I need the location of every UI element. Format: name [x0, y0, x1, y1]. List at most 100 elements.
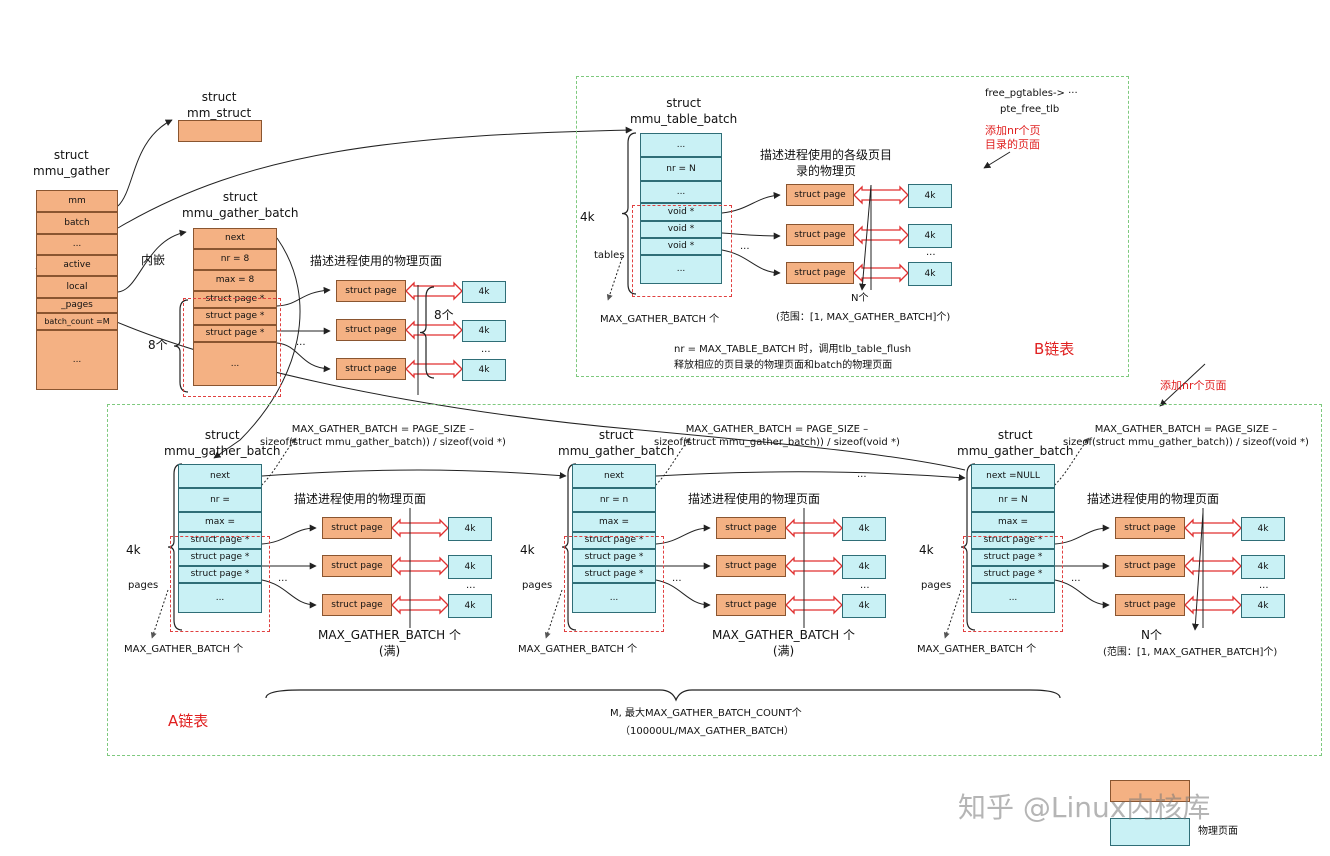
batch-size-label: 4k: [126, 543, 141, 557]
batch-pages-label: pages: [921, 580, 952, 591]
free-pgtables-label: free_pgtables-> ···: [985, 88, 1078, 99]
batch-field: next: [178, 464, 262, 488]
a-between-dots: ···: [857, 472, 867, 483]
batch-brace: [561, 463, 577, 631]
batch-4k-box: 4k: [448, 517, 492, 541]
batch-ptr-frame: [170, 536, 270, 632]
batch-size-label: 4k: [520, 543, 535, 557]
local-page-count: 8个: [434, 308, 454, 322]
batch-field: struct page *: [178, 566, 262, 583]
table-range-label: (范围：[1, MAX_GATHER_BATCH]个): [776, 312, 951, 323]
connector-line: [1054, 524, 1110, 545]
batch-struct-page: struct page: [716, 594, 786, 616]
table-4k-box: 4k: [908, 224, 952, 248]
batch-pages-title: 描述进程使用的物理页面: [688, 492, 821, 506]
connector-line: [276, 286, 331, 307]
local-batch-title: struct mmu_gather_batch: [182, 190, 299, 220]
batch-field: nr = N: [971, 488, 1055, 512]
a-chain-frame: [107, 404, 1322, 756]
local-4k-box: 4k: [462, 320, 506, 342]
pages-pointer: [943, 589, 962, 639]
pte-free-label: pte_free_tlb: [1000, 104, 1060, 115]
connector-line: [1054, 579, 1110, 609]
table-dots: ···: [740, 244, 750, 255]
local-batch-field: struct page *: [193, 325, 277, 342]
table-max-label: MAX_GATHER_BATCH 个: [600, 314, 720, 325]
a-add-arrow: [1159, 363, 1206, 407]
m-count-line1: M, 最大MAX_GATHER_BATCH_COUNT个: [610, 708, 802, 719]
table-batch-field: void *: [640, 203, 722, 221]
a-add-label: 添加nr个页面: [1160, 379, 1227, 392]
batch-field: struct page *: [572, 549, 656, 566]
connector-line: [655, 579, 711, 609]
mmu-gather-field: active: [36, 255, 118, 276]
mmu-gather-field: _pages: [36, 298, 118, 313]
batch-bottom-label: N个: [1141, 628, 1162, 642]
local-struct-page: struct page: [336, 280, 406, 302]
local-batch-field: max = 8: [193, 270, 277, 291]
table-batch-field: ...: [640, 181, 722, 203]
batch-pages-title: 描述进程使用的物理页面: [1087, 492, 1220, 506]
batch-ptr-frame: [963, 536, 1063, 632]
b-chain-frame: [576, 76, 1129, 377]
batch-title: struct mmu_gather_batch: [558, 428, 675, 458]
batch-4k-box: 4k: [1241, 594, 1285, 618]
mmu-gather-title: struct mmu_gather: [33, 148, 110, 178]
local-batch-brace: [173, 299, 189, 393]
batch-field: nr = n: [572, 488, 656, 512]
m-count-line2: （10000UL/MAX_GATHER_BATCH）: [620, 726, 795, 737]
mmu-gather-field: batch: [36, 212, 118, 234]
batch-field: ...: [178, 583, 262, 613]
connector-line: [261, 579, 317, 609]
local-batch-field: ...: [193, 342, 277, 386]
local-batch-field: struct page *: [193, 308, 277, 325]
legend-orange-box: [1110, 780, 1190, 802]
pages-pointer: [150, 589, 169, 639]
batch-field: max =: [572, 512, 656, 532]
tables-label: tables: [594, 250, 625, 261]
batch-field: next =NULL: [971, 464, 1055, 488]
batch-field: struct page *: [971, 549, 1055, 566]
batch-struct-page: struct page: [716, 517, 786, 539]
batch-field: max =: [178, 512, 262, 532]
batch-brace: [167, 463, 183, 631]
connector-line: [276, 342, 331, 373]
table-add-label: 添加nr个页 目录的页面: [985, 124, 1041, 152]
table-note-1: nr = MAX_TABLE_BATCH 时，调用tlb_table_flush: [674, 344, 912, 355]
batch-4k-box: 4k: [1241, 555, 1285, 579]
local-batch-field: nr = 8: [193, 249, 277, 270]
local-count-label: 8个: [148, 338, 168, 352]
batch-4k-box: 4k: [842, 555, 886, 579]
batch-max-label: MAX_GATHER_BATCH 个: [917, 644, 1037, 655]
table-4k-box: 4k: [908, 184, 952, 208]
connector-line: [721, 232, 781, 240]
batch-field: ...: [572, 583, 656, 613]
batch-title: struct mmu_gather_batch: [957, 428, 1074, 458]
batch-size-label: 4k: [919, 543, 934, 557]
local-double-arrow-icon: [405, 320, 463, 340]
batch-formula: MAX_GATHER_BATCH = PAGE_SIZE – sizeof(st…: [260, 424, 506, 448]
local-dots: ···: [296, 340, 306, 351]
batch-field: struct page *: [971, 566, 1055, 583]
next-pointer-line: [261, 469, 567, 480]
table-batch-field: ...: [640, 255, 722, 284]
table-batch-field: void *: [640, 238, 722, 255]
batch-max-label: MAX_GATHER_BATCH 个: [518, 644, 638, 655]
batch-bottom-label: MAX_GATHER_BATCH 个 (满): [712, 628, 855, 658]
table-batch-field: void *: [640, 221, 722, 238]
mmu-gather-field: mm: [36, 190, 118, 212]
batch-n-arrow: [1191, 511, 1204, 631]
batch-dots: ···: [672, 576, 682, 587]
local-double-arrow-icon: [405, 359, 463, 379]
batch-dots-right: ···: [466, 583, 476, 594]
batch-title: struct mmu_gather_batch: [164, 428, 281, 458]
local-double-arrow-icon: [405, 281, 463, 301]
b-chain-label: B链表: [1034, 340, 1075, 358]
batch-field: struct page *: [572, 566, 656, 583]
local-batch-field: struct page *: [193, 291, 277, 308]
table-batch-field: nr = N: [640, 157, 722, 181]
batch-dots: ···: [278, 576, 288, 587]
batch-pages-label: pages: [128, 580, 159, 591]
table-n-arrow: [859, 184, 872, 291]
